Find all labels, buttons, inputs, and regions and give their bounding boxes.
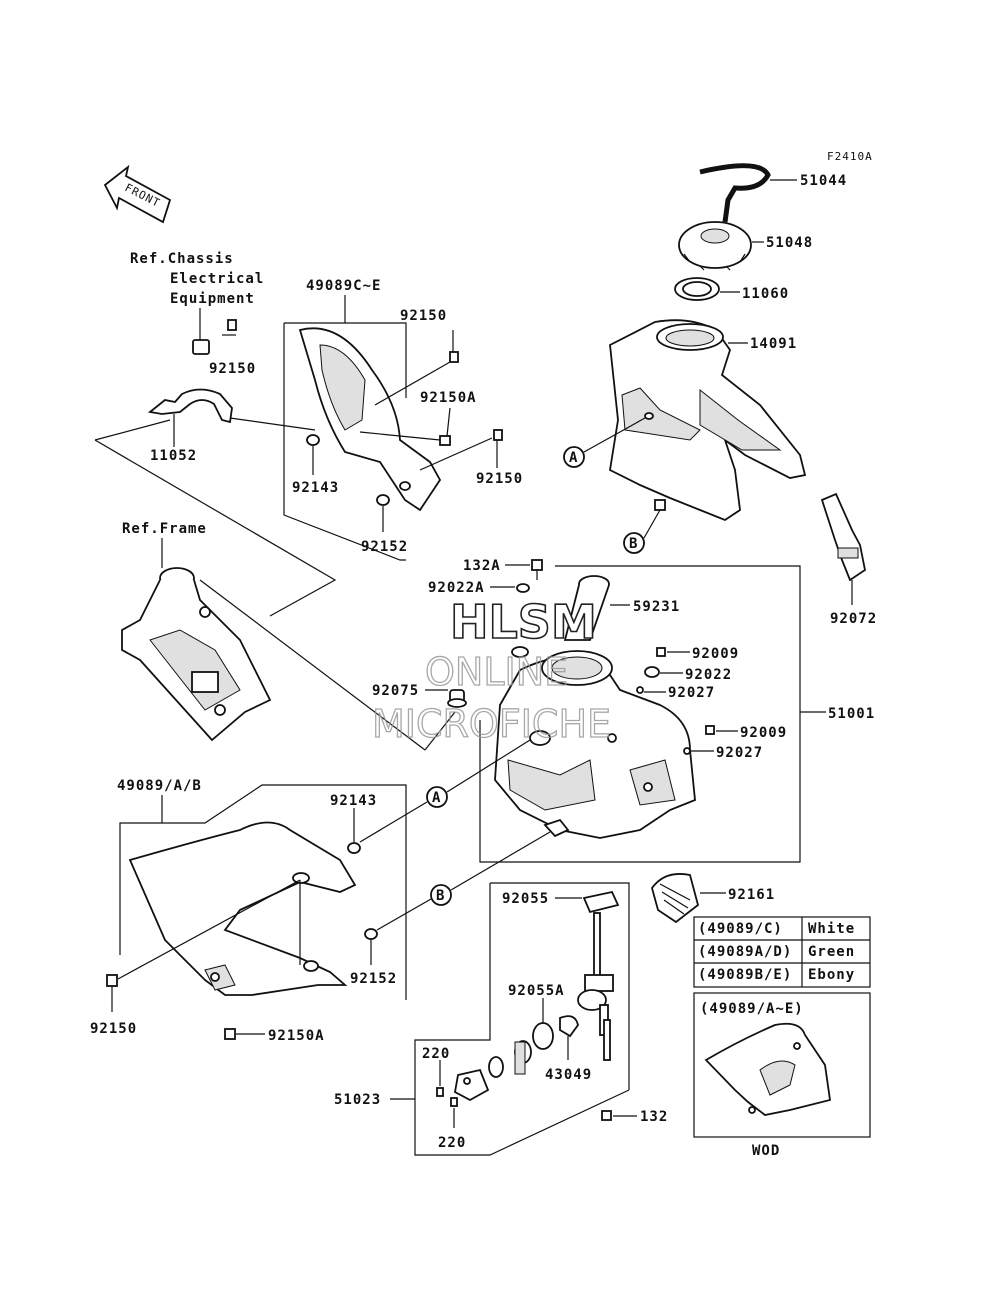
breather-hose-part (699, 163, 771, 223)
fuel-cock-filter-part (582, 890, 620, 979)
callout-51044: 51044 (800, 173, 847, 189)
callout-11052: 11052 (150, 448, 197, 464)
callout-92075: 92075 (372, 683, 419, 699)
callout-92161: 92161 (728, 887, 775, 903)
tank-strap-part (820, 492, 867, 582)
callout-92055a: 92055A (508, 983, 565, 999)
callout-132: 132 (640, 1109, 668, 1125)
inset-caption: WOD (752, 1143, 780, 1159)
ref-letter-b-top: B (629, 536, 638, 552)
callout-220-2: 220 (438, 1135, 466, 1151)
color-table: (49089/C) White (49089A/D) Green (49089B… (693, 916, 871, 988)
callout-132a: 132A (463, 558, 501, 574)
lever-43049-part (559, 1015, 579, 1038)
callout-59231: 59231 (633, 599, 680, 615)
callout-220-1: 220 (422, 1046, 450, 1062)
callout-92009-2: 92009 (740, 725, 787, 741)
callout-92027-1: 92027 (668, 685, 715, 701)
callout-92009-1: 92009 (692, 646, 739, 662)
callout-92143-bot: 92143 (330, 793, 377, 809)
ref-letter-a-top: A (569, 450, 578, 466)
callout-11060: 11060 (742, 286, 789, 302)
fuel-cock-body-part (577, 974, 614, 1061)
callout-51001: 51001 (828, 706, 875, 722)
connector-part (192, 319, 237, 355)
ref-frame-label: Ref.Frame (122, 521, 207, 537)
figure-code: F2410A (827, 150, 873, 163)
watermark-line-2: ONLINE (425, 650, 568, 694)
radiator-shroud-part (128, 821, 357, 996)
fuel-tank-part (494, 646, 696, 839)
callout-92143-top: 92143 (292, 480, 339, 496)
ref-chassis-line-1: Ref.Chassis (130, 251, 234, 267)
frame-section-part (121, 567, 272, 742)
color-table-color: White (808, 921, 855, 937)
callout-51048: 51048 (766, 235, 813, 251)
callout-92150-top1: 92150 (209, 361, 256, 377)
tank-cover-part (609, 319, 807, 522)
callout-92055: 92055 (502, 891, 549, 907)
callout-92022: 92022 (685, 667, 732, 683)
callout-92152-top: 92152 (361, 539, 408, 555)
callout-43049: 43049 (545, 1067, 592, 1083)
callout-92152-bot: 92152 (350, 971, 397, 987)
side-cover-upper-part (298, 327, 442, 512)
color-table-code: (49089B/E) (698, 967, 792, 983)
callout-49089ce: 49089C~E (306, 278, 381, 294)
callout-92150-top3: 92150 (476, 471, 523, 487)
damper-92075-part (447, 689, 467, 708)
bracket-11052 (147, 388, 233, 424)
filler-pipe-part (563, 575, 610, 641)
ref-letter-a-bot: A (432, 790, 441, 806)
ref-chassis-line-3: Equipment (170, 291, 255, 307)
callout-92150a-top: 92150A (420, 390, 477, 406)
ref-letter-b-bot: B (436, 888, 445, 904)
callout-14091: 14091 (750, 336, 797, 352)
color-table-code: (49089A/D) (698, 944, 792, 960)
color-table-color: Green (808, 944, 855, 960)
front-arrow-icon: FRONT (103, 164, 172, 224)
callout-92150-bot: 92150 (90, 1021, 137, 1037)
callout-92022a: 92022A (428, 580, 485, 596)
fuel-cap-part (678, 221, 752, 271)
tank-pad-part (651, 873, 700, 924)
callout-92150-top2: 92150 (400, 308, 447, 324)
cock-plate-part (454, 1068, 490, 1102)
watermark-line-3: MICROFICHE (372, 702, 611, 746)
callout-49089ab: 49089/A/B (117, 778, 202, 794)
cap-gasket-part (674, 277, 720, 301)
inset-box: (49089/A~E) WOD (693, 992, 871, 1159)
callout-92027-2: 92027 (716, 745, 763, 761)
watermark-line-1: HLSM (450, 595, 597, 649)
inset-title: (49089/A~E) (700, 1001, 804, 1017)
color-table-color: Ebony (808, 967, 855, 983)
callout-92072: 92072 (830, 611, 877, 627)
color-table-code: (49089/C) (698, 921, 783, 937)
ref-chassis-line-2: Electrical (170, 271, 264, 287)
callout-92150a-bot: 92150A (268, 1028, 325, 1044)
callout-51023: 51023 (334, 1092, 381, 1108)
